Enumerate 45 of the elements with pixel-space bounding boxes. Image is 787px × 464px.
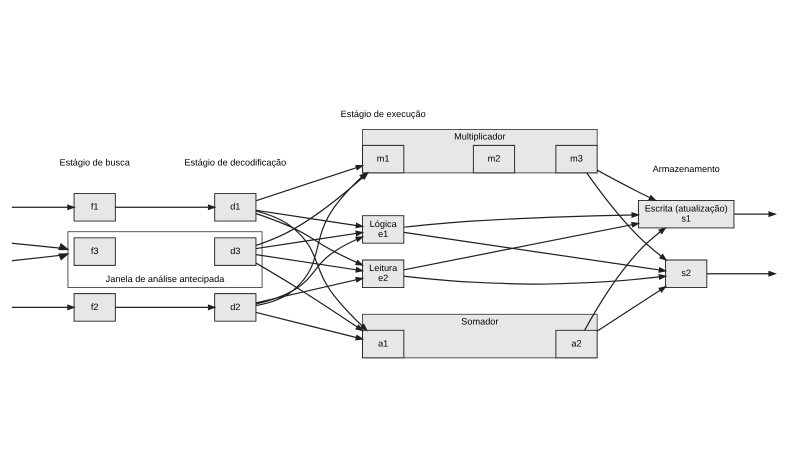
node-box: a1	[362, 329, 404, 358]
node-box: m3	[555, 144, 598, 173]
arrow	[115, 204, 216, 210]
arrow	[256, 254, 364, 272]
arrow	[256, 209, 364, 228]
arrow	[706, 270, 777, 276]
arrow	[404, 273, 668, 284]
node-box: d2	[214, 292, 256, 322]
node-box: s2	[665, 259, 708, 288]
arrow	[584, 226, 667, 330]
node-box: Lógica e1	[362, 214, 404, 244]
arrow	[586, 172, 668, 261]
arrow	[12, 252, 70, 261]
arrow	[256, 262, 364, 331]
arrow	[12, 204, 76, 210]
node-box: m2	[472, 144, 516, 173]
node-box: Leitura e2	[362, 259, 404, 288]
arrow	[404, 221, 640, 270]
arrow	[734, 210, 778, 217]
arrow	[256, 236, 364, 304]
arrow	[256, 212, 364, 266]
label: Armazenamento	[652, 164, 720, 174]
arrow	[256, 276, 364, 303]
label: Estágio de busca	[60, 156, 130, 167]
arrow	[256, 210, 368, 331]
node-box: d3	[214, 236, 256, 266]
node-box: f1	[74, 192, 116, 221]
arrow	[256, 164, 364, 201]
arrow	[404, 231, 668, 272]
arrow	[256, 311, 364, 340]
arrow	[115, 304, 216, 310]
label: Estágio de execução	[340, 108, 426, 119]
node-box: f3	[74, 236, 116, 266]
node-box: m1	[362, 144, 404, 173]
label: Estágio de decodificação	[184, 156, 286, 167]
arrow	[256, 230, 364, 249]
arrow	[404, 212, 640, 228]
arrow	[597, 285, 667, 332]
node-box: Escrita (atualização) s1	[638, 199, 734, 228]
arrow	[12, 242, 70, 250]
arrow	[12, 304, 76, 310]
node-box: d1	[214, 192, 256, 221]
node-box: a2	[555, 329, 598, 358]
arrow	[596, 169, 658, 201]
node-box: f2	[74, 292, 116, 322]
